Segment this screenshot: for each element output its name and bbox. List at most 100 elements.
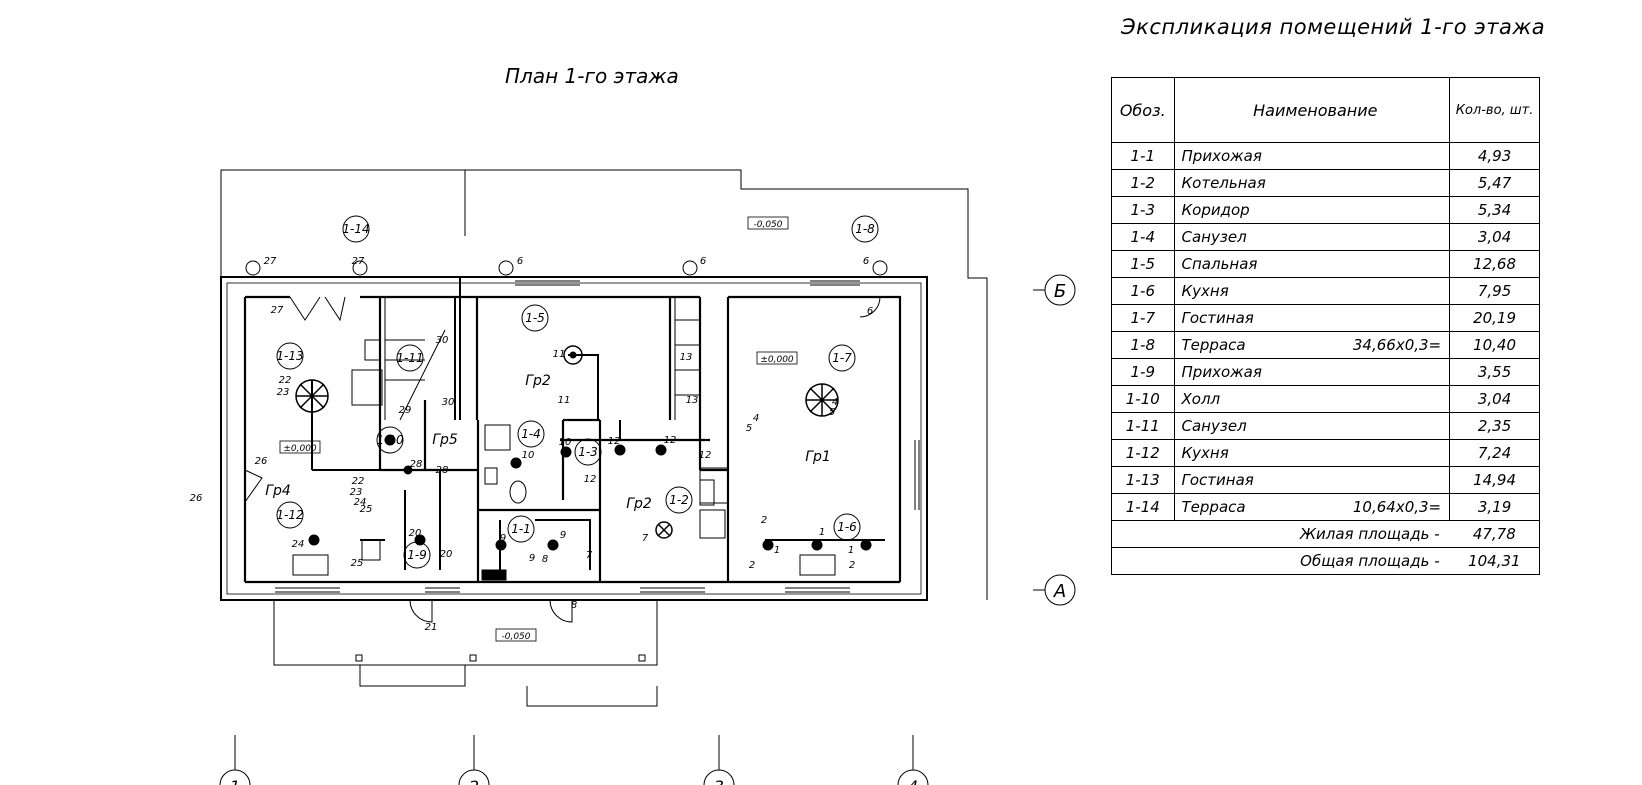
room-area: 12,68 xyxy=(1449,250,1540,278)
circuit-point-number: 9 xyxy=(500,533,506,544)
circuit-point-number: 6 xyxy=(700,256,706,267)
circuit-point-number: 12 xyxy=(664,435,677,446)
group-label-gr5: Гр5 xyxy=(432,432,458,448)
room-area: 5,34 xyxy=(1449,196,1540,224)
circuit-point-number: 2 xyxy=(761,515,767,526)
circuit-point-number: 11 xyxy=(558,395,571,406)
room-tag-1-14: 1-14 xyxy=(342,222,369,236)
table-row: 1-7 Гостиная 20,19 xyxy=(1111,304,1540,332)
room-name-cell: Коридор xyxy=(1173,196,1451,224)
room-name: Прихожая xyxy=(1181,363,1262,381)
circuit-point-number: 24 xyxy=(354,497,367,508)
circuit-point-number: 1 xyxy=(848,545,854,556)
room-name: Терраса xyxy=(1181,498,1246,516)
room-area: 20,19 xyxy=(1449,304,1540,332)
axis-marker-b xyxy=(1044,274,1076,306)
room-name-cell: Кухня xyxy=(1173,277,1451,305)
room-name-cell: Спальная xyxy=(1173,250,1451,278)
level-terrace-top: -0,050 xyxy=(753,220,782,230)
room-code: 1-13 xyxy=(1111,466,1175,494)
room-tag-1-1: 1-1 xyxy=(511,522,531,536)
room-tag-1-4: 1-4 xyxy=(521,427,541,441)
circuit-point-number: 6 xyxy=(867,306,873,317)
room-area: 3,55 xyxy=(1449,358,1540,386)
axis-label-1: 1 xyxy=(230,777,240,785)
exterior-wall xyxy=(220,276,928,601)
living-area-row: Жилая площадь -47,78 xyxy=(1110,520,1540,548)
circuit-point-number: 4 xyxy=(832,397,838,408)
circuit-point-number: 9 xyxy=(529,553,535,564)
room-code: 1-7 xyxy=(1111,304,1175,332)
room-name-cell: Терраса 34,66х0,3= xyxy=(1173,331,1451,359)
room-name-cell: Холл xyxy=(1173,385,1451,413)
circuit-point-number: 27 xyxy=(264,256,277,267)
circuit-point-number: 22 xyxy=(352,476,365,487)
circuit-point-number: 30 xyxy=(442,397,455,408)
circuit-point-number: 6 xyxy=(863,256,869,267)
circuit-point-number: 7 xyxy=(586,550,593,561)
room-name-cell: Котельная xyxy=(1173,169,1451,197)
level-left-living: ±0,000 xyxy=(283,444,317,454)
room-name-cell: Санузел xyxy=(1173,412,1451,440)
room-tag-1-9: 1-9 xyxy=(407,548,427,562)
circuit-point-number: 23 xyxy=(350,487,363,498)
room-name: Гостиная xyxy=(1181,309,1254,327)
circuit-point-number: 2 xyxy=(849,560,855,571)
circuit-point-number: 11 xyxy=(553,349,566,360)
circuit-point-number: 30 xyxy=(436,335,449,346)
room-code: 1-12 xyxy=(1111,439,1175,467)
circuit-point-number: 27 xyxy=(352,256,365,267)
circuit-point-number: 10 xyxy=(559,437,572,448)
room-code: 1-1 xyxy=(1111,142,1175,170)
circuit-point-number: 24 xyxy=(292,539,305,550)
table-row: 1-9 Прихожая 3,55 xyxy=(1111,358,1540,386)
circuit-point-number: 25 xyxy=(360,504,373,515)
room-code: 1-9 xyxy=(1111,358,1175,386)
terrace-outline-top xyxy=(220,169,988,600)
axis-label-4: 4 xyxy=(908,777,918,785)
circuit-point-number: 20 xyxy=(409,528,422,539)
axis-label-2: 2 xyxy=(469,777,479,785)
room-name: Гостиная xyxy=(1181,471,1254,489)
room-area: 4,93 xyxy=(1449,142,1540,170)
circuit-point-number: 23 xyxy=(277,387,290,398)
circuit-point-number: 27 xyxy=(271,305,284,316)
area-formula: 34,66х0,3= xyxy=(1352,336,1442,354)
living-area-value: 47,78 xyxy=(1449,520,1540,548)
room-code: 1-4 xyxy=(1111,223,1175,251)
circuit-point-number: 13 xyxy=(680,352,693,363)
group-label-gr2-boiler: Гр2 xyxy=(626,496,652,512)
area-formula: 10,64х0,3= xyxy=(1352,498,1442,516)
axis-marker-a xyxy=(1044,574,1076,606)
terrace-outline-bottom xyxy=(273,600,658,707)
room-code: 1-14 xyxy=(1111,493,1175,521)
room-name: Коридор xyxy=(1181,201,1250,219)
room-name-cell: Гостиная xyxy=(1173,466,1451,494)
room-area: 2,35 xyxy=(1449,412,1540,440)
room-name: Кухня xyxy=(1181,282,1229,300)
room-name: Санузел xyxy=(1181,417,1247,435)
circuit-point-number: 5 xyxy=(746,423,752,434)
room-area: 14,94 xyxy=(1449,466,1540,494)
circuit-point-number: 22 xyxy=(279,375,292,386)
room-name-cell: Гостиная xyxy=(1173,304,1451,332)
room-tag-1-13: 1-13 xyxy=(276,349,303,363)
room-name-cell: Санузел xyxy=(1173,223,1451,251)
room-area: 3,04 xyxy=(1449,385,1540,413)
room-tag-1-11: 1-11 xyxy=(396,351,423,365)
circuit-point-number: 1 xyxy=(819,527,825,538)
axis-label-a: А xyxy=(1053,581,1066,602)
total-area-label: Общая площадь - xyxy=(1110,547,1450,575)
room-name: Терраса xyxy=(1181,336,1246,354)
circuit-point-number: 10 xyxy=(522,450,535,461)
